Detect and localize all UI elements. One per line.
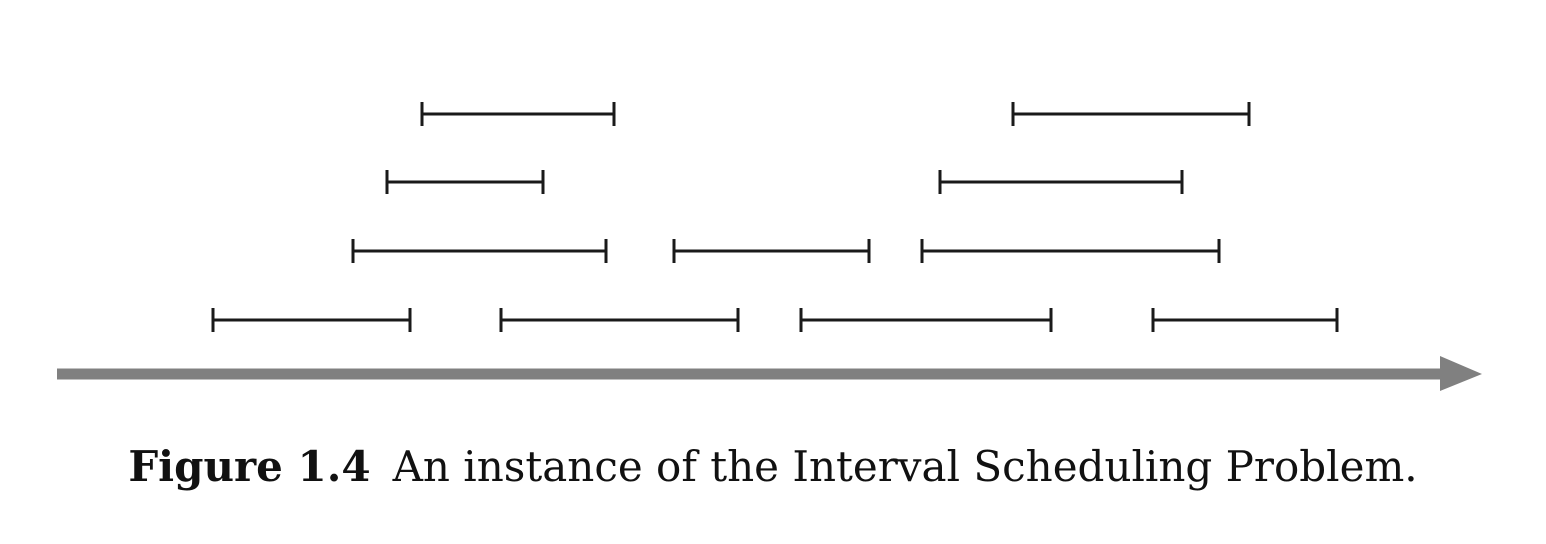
interval-11 [1151, 308, 1339, 332]
interval-6 [672, 239, 871, 263]
interval-2 [1011, 102, 1251, 126]
interval-5 [351, 239, 608, 263]
intervals-group [211, 102, 1339, 332]
interval-9 [499, 308, 740, 332]
interval-diagram [57, 102, 1482, 391]
interval-1 [420, 102, 616, 126]
interval-4 [938, 170, 1184, 194]
interval-3 [385, 170, 545, 194]
time-axis-arrowhead [1440, 356, 1482, 391]
interval-7 [920, 239, 1221, 263]
caption-text: An instance of the Interval Scheduling P… [392, 442, 1418, 491]
interval-8 [211, 308, 412, 332]
caption-label: Figure 1.4 [128, 442, 371, 491]
interval-10 [799, 308, 1053, 332]
time-axis [57, 356, 1482, 391]
figure-caption: Figure 1.4 An instance of the Interval Sc… [0, 442, 1546, 491]
